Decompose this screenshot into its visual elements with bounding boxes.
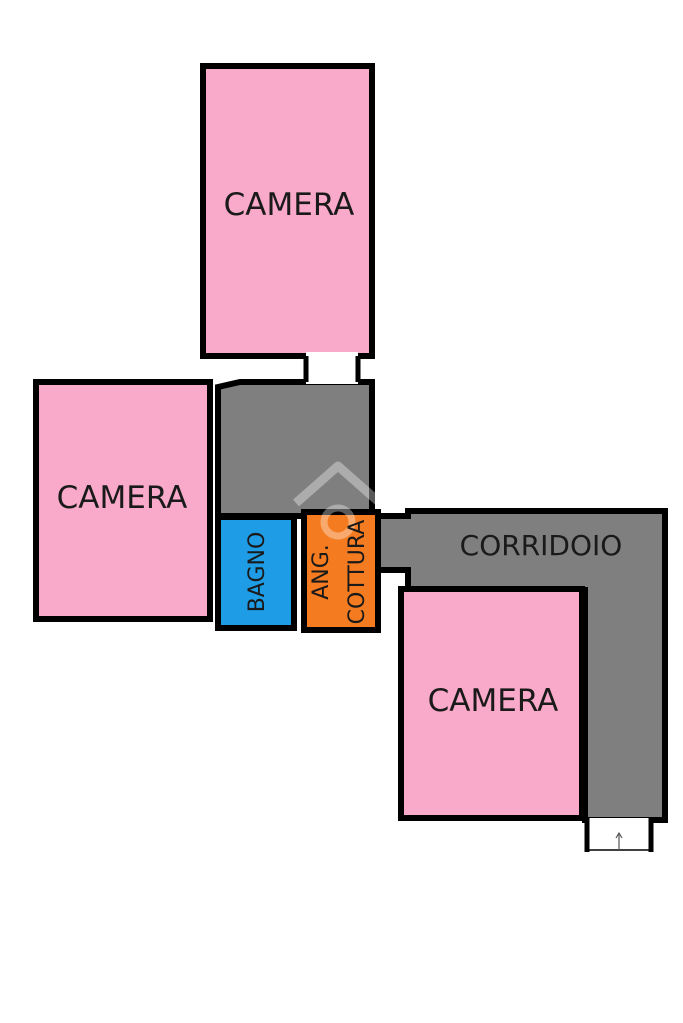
camera-left-room (33, 379, 213, 622)
camera-right-label: CAMERA (428, 683, 559, 719)
hall-area (215, 379, 375, 519)
cottura-room (301, 509, 381, 633)
bagno-room (215, 514, 297, 631)
cottura-label-line1: ANG. (309, 544, 334, 600)
camera-right-room (398, 586, 585, 821)
camera-left-label: CAMERA (57, 480, 188, 516)
house-watermark-icon (293, 461, 383, 540)
door-opening-top (306, 352, 358, 384)
corridoio-label: CORRIDOIO (460, 529, 623, 562)
camera-top-room (200, 63, 375, 359)
cottura-label-line2: COTTURA (345, 520, 370, 625)
bagno-label: BAGNO (245, 532, 270, 613)
arrow-up-icon (615, 831, 623, 850)
camera-top-label: CAMERA (224, 187, 355, 223)
